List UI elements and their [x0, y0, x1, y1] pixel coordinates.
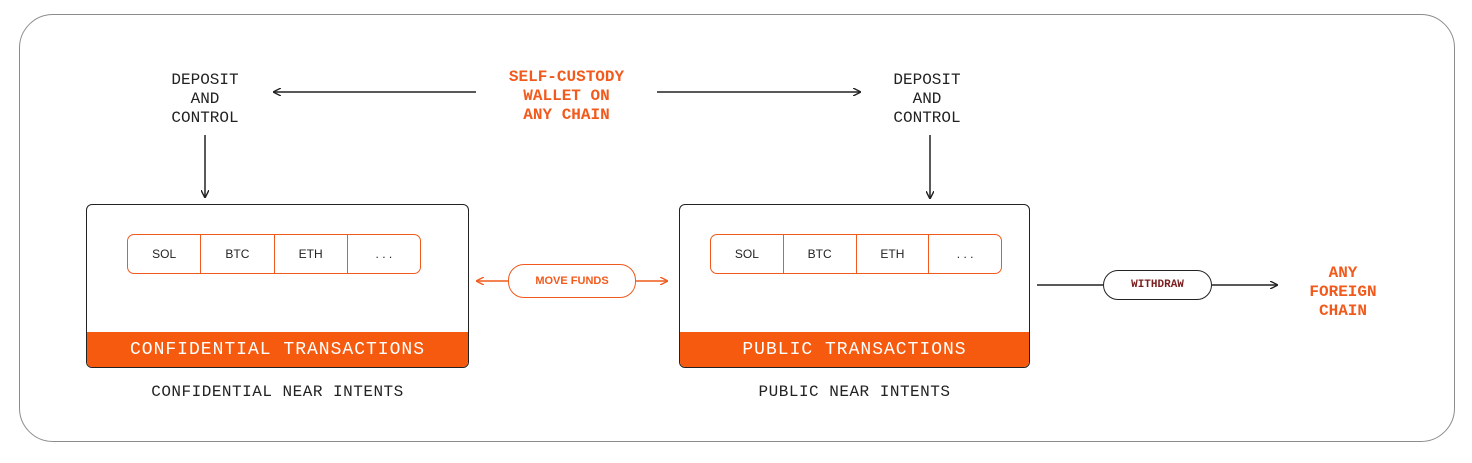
right-deposit-label: DEPOSIT AND CONTROL — [893, 71, 961, 127]
confidential-token-row: SOL BTC ETH . . . — [127, 234, 421, 274]
wallet-label: SELF-CUSTODY WALLET ON ANY CHAIN — [508, 68, 625, 124]
left-deposit-label: DEPOSIT AND CONTROL — [171, 71, 239, 127]
public-caption: PUBLIC NEAR INTENTS — [758, 383, 951, 401]
token-eth: ETH — [857, 235, 930, 273]
token-eth: ETH — [275, 235, 348, 273]
token-more: . . . — [375, 247, 393, 261]
public-panel: SOL BTC ETH . . . PUBLIC TRANSACTIONS — [679, 204, 1030, 368]
token-btc: BTC — [784, 235, 857, 273]
public-transactions-bar: PUBLIC TRANSACTIONS — [680, 332, 1029, 367]
confidential-transactions-bar: CONFIDENTIAL TRANSACTIONS — [87, 332, 468, 367]
public-token-row: SOL BTC ETH . . . — [710, 234, 1002, 274]
withdraw-pill: WITHDRAW — [1103, 270, 1212, 300]
token-sol: SOL — [128, 235, 202, 273]
foreign-chain-label: ANY FOREIGN CHAIN — [1309, 264, 1377, 320]
diagram-frame — [19, 14, 1455, 442]
token-more: . . . — [956, 247, 974, 261]
move-funds-pill: MOVE FUNDS — [508, 264, 636, 298]
token-btc: BTC — [201, 235, 275, 273]
confidential-caption: CONFIDENTIAL NEAR INTENTS — [151, 383, 404, 401]
token-sol: SOL — [711, 235, 784, 273]
confidential-panel: SOL BTC ETH . . . CONFIDENTIAL TRANSACTI… — [86, 204, 469, 368]
